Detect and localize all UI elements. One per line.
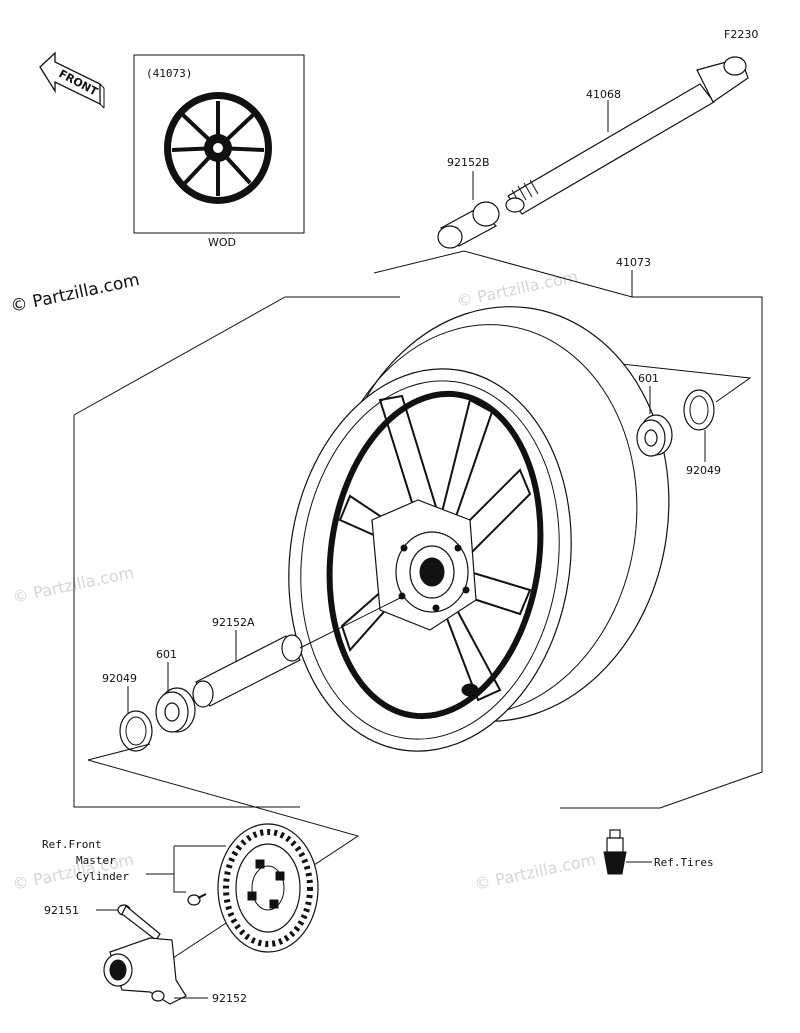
valve-stem	[603, 829, 627, 875]
inset-wheel-icon	[164, 92, 272, 204]
callout-seal-left: 92049	[102, 672, 137, 685]
collar-92152b	[437, 201, 500, 249]
callout-wheel-assy: 41073	[616, 256, 651, 269]
inset-caption: WOD	[208, 236, 236, 249]
ref-tires: Ref.Tires	[654, 856, 714, 869]
seal-92049-right	[683, 389, 715, 431]
bolt-92151	[117, 904, 161, 941]
callout-axle: 41068	[586, 88, 621, 101]
front-wheel-41073	[288, 306, 670, 752]
callout-seal-right: 92049	[686, 464, 721, 477]
abs-sensor-rotor	[217, 823, 319, 953]
callout-sensor-collar: 92152	[212, 992, 247, 1005]
ref-master-line2: Master	[76, 854, 116, 867]
ref-master-line1: Ref.Front	[42, 838, 102, 851]
callout-collar-b: 92152B	[447, 156, 490, 169]
watermark-text: © Partzilla.com	[473, 850, 598, 894]
inset-part-number: (41073)	[146, 67, 192, 80]
bearing-601-right	[636, 414, 673, 457]
callout-bolt: 92151	[44, 904, 79, 917]
diagram-code: F2230	[724, 28, 758, 41]
seal-92049-left	[119, 710, 153, 752]
bearing-601-left	[155, 687, 196, 733]
collar-92152a	[192, 634, 303, 708]
axle-41068	[505, 56, 749, 215]
callout-bearing-right: 601	[638, 372, 659, 385]
ref-master-line3: Cylinder	[76, 870, 129, 883]
front-arrow-icon: FRONT	[39, 51, 105, 109]
small-screw	[187, 893, 207, 906]
collar-92152	[103, 937, 187, 1005]
partzilla-logo: © Partzilla.com	[9, 270, 141, 317]
callout-bearing-left: 601	[156, 648, 177, 661]
watermark-text: © Partzilla.com	[455, 267, 580, 311]
watermark-text: © Partzilla.com	[11, 563, 136, 607]
inset-wod: (41073) WOD	[133, 54, 305, 249]
callout-collar-a: 92152A	[212, 616, 255, 629]
